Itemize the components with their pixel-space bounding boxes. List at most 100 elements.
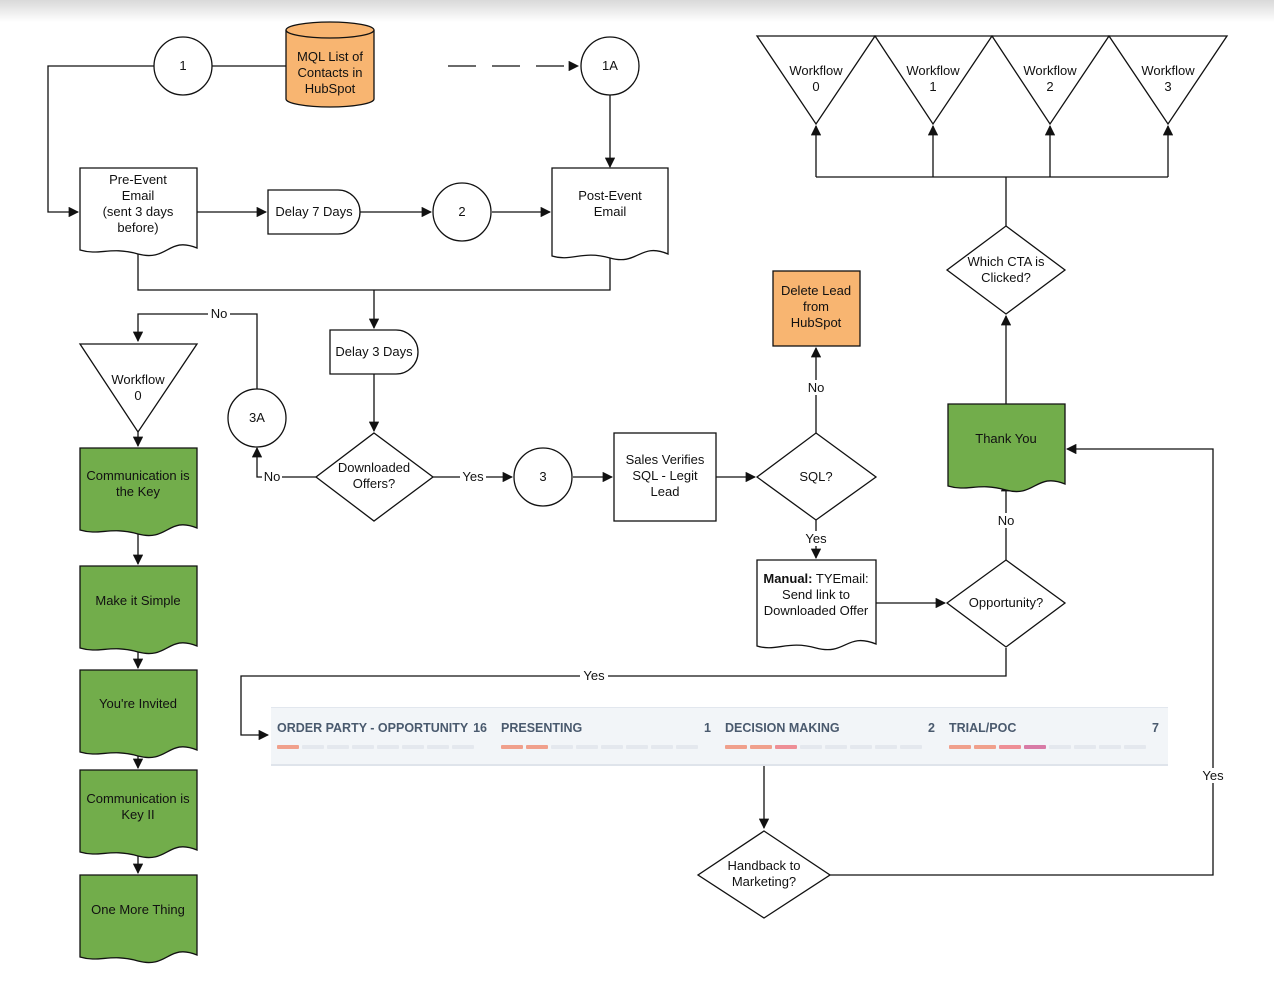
stage-progress-bar (501, 745, 698, 749)
delete-lead-box: Delete Lead from HubSpot (772, 270, 861, 347)
deal-pipeline-panel: ORDER PARTY - OPPORTUNITY 16 PRESENTING … (271, 707, 1168, 766)
stage-progress-bar (725, 745, 922, 749)
downloaded-offers-decision: Downloaded Offers? (314, 432, 435, 522)
edge-labels: No No Yes No Yes No Yes Yes (208, 306, 1227, 783)
wf-top-3-line-1: Workflow (1141, 63, 1195, 78)
circle-1a: 1A (580, 36, 640, 96)
handback-line-1: Handback to (728, 858, 801, 873)
mql-line-3: HubSpot (305, 81, 356, 96)
opportunity-label: Opportunity? (969, 595, 1043, 610)
top-shadow (0, 0, 1274, 22)
manual-line-2: Send link to (782, 587, 850, 602)
email-1-line-1: Communication is (86, 468, 190, 483)
stage-progress-bar (949, 745, 1146, 749)
post-event-email: Post-Event Email (551, 167, 669, 261)
email-3-label: You're Invited (99, 696, 177, 711)
opportunity-decision: Opportunity? (945, 559, 1067, 648)
label-no-top: No (211, 306, 228, 321)
progress-segment-empty (452, 745, 474, 749)
label-no-opportunity: No (998, 513, 1015, 528)
workflow-1-top: Workflow 1 (873, 35, 994, 126)
progress-segment-filled (999, 745, 1021, 749)
post-event-line-2: Email (594, 204, 627, 219)
email-2-label: Make it Simple (95, 593, 180, 608)
workflow-2-top: Workflow 2 (990, 35, 1111, 126)
email-4-line-2: Key II (121, 807, 154, 822)
downloaded-line-1: Downloaded (338, 460, 410, 475)
progress-segment-empty (875, 745, 897, 749)
post-event-line-1: Post-Event (578, 188, 642, 203)
sales-line-2: SQL - Legit (632, 468, 698, 483)
progress-segment-empty (850, 745, 872, 749)
progress-segment-filled (277, 745, 299, 749)
wf-top-0-line-2: 0 (812, 79, 819, 94)
stage-order-party-opportunity[interactable]: ORDER PARTY - OPPORTUNITY 16 (271, 708, 495, 764)
progress-segment-empty (427, 745, 449, 749)
stage-count: 16 (473, 721, 487, 735)
thank-you-email: Thank You (947, 403, 1066, 493)
label-no-3a: No (264, 469, 281, 484)
wf-top-1-line-1: Workflow (906, 63, 960, 78)
edge-c1-pre-event (47, 65, 155, 218)
pre-event-line-1: Pre-Event (109, 172, 167, 187)
email-sequence: Communication is the Key Make it Simple … (79, 447, 198, 964)
progress-segment-empty (1049, 745, 1071, 749)
connectors (47, 60, 1214, 876)
progress-segment-filled (501, 745, 523, 749)
progress-segment-empty (626, 745, 648, 749)
mql-line-1: MQL List of (297, 49, 363, 64)
manual-line-3: Downloaded Offer (764, 603, 869, 618)
progress-segment-empty (900, 745, 922, 749)
downloaded-line-2: Offers? (353, 476, 395, 491)
mql-line-2: Contacts in (297, 65, 362, 80)
email-5-label: One More Thing (91, 902, 185, 917)
stage-decision-making[interactable]: DECISION MAKING 2 (719, 708, 943, 764)
stage-trial-poc[interactable]: TRIAL/POC 7 (943, 708, 1167, 764)
progress-segment-filled (974, 745, 996, 749)
circle-2-label: 2 (458, 204, 465, 219)
progress-segment-empty (825, 745, 847, 749)
edge-3a-workflow0 (132, 313, 258, 389)
progress-segment-empty (1099, 745, 1121, 749)
sales-line-1: Sales Verifies (626, 452, 705, 467)
circle-3a-label: 3A (249, 410, 265, 425)
delay-3-days: Delay 3 Days (329, 329, 419, 375)
edge-merge (137, 250, 611, 291)
stage-presenting[interactable]: PRESENTING 1 (495, 708, 719, 764)
sql-decision: SQL? (755, 432, 878, 521)
sales-verifies-box: Sales Verifies SQL - Legit Lead (613, 432, 717, 522)
progress-segment-filled (750, 745, 772, 749)
email-youre-invited: You're Invited (79, 669, 198, 759)
stage-count: 2 (928, 721, 935, 735)
progress-segment-filled (1024, 745, 1046, 749)
circle-1-label: 1 (179, 58, 186, 73)
pre-event-line-2: Email (122, 188, 155, 203)
stage-name: TRIAL/POC (949, 721, 1017, 735)
delete-line-1: Delete Lead (781, 283, 851, 298)
progress-segment-empty (352, 745, 374, 749)
progress-segment-empty (676, 745, 698, 749)
email-4-line-1: Communication is (86, 791, 190, 806)
circle-3-label: 3 (539, 469, 546, 484)
stage-name: DECISION MAKING (725, 721, 840, 735)
pre-event-email: Pre-Event Email (sent 3 days before) (79, 167, 198, 257)
progress-segment-empty (327, 745, 349, 749)
wf-top-2-line-2: 2 (1046, 79, 1053, 94)
progress-segment-filled (775, 745, 797, 749)
delete-line-3: HubSpot (791, 315, 842, 330)
delay-7-days: Delay 7 Days (267, 189, 361, 235)
label-yes-downloaded: Yes (462, 469, 484, 484)
handback-decision: Handback to Marketing? (696, 830, 832, 919)
stage-name: PRESENTING (501, 721, 583, 735)
progress-segment-empty (551, 745, 573, 749)
progress-segment-empty (1074, 745, 1096, 749)
label-yes-sql: Yes (805, 531, 827, 546)
manual-line-1-rest: TYEmail: (816, 571, 869, 586)
edge-handback-thankyou (830, 443, 1214, 876)
progress-segment-filled (526, 745, 548, 749)
label-no-sql: No (808, 380, 825, 395)
delay-3-label: Delay 3 Days (335, 344, 413, 359)
manual-bold-label: Manual: (763, 571, 812, 586)
progress-segment-filled (725, 745, 747, 749)
